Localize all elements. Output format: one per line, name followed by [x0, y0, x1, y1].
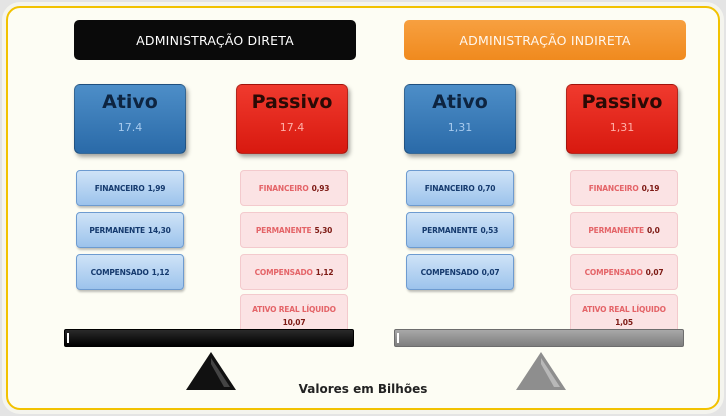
item-label: PERMANENTE: [588, 225, 644, 235]
passivo-item-financeiro: FINANCEIRO 0,93: [240, 170, 348, 206]
panel-administracao-indireta: ADMINISTRAÇÃO INDIRETA Ativo 1,31 Passiv…: [394, 20, 706, 392]
ativo-item-financeiro: FINANCEIRO 1,99: [76, 170, 184, 206]
item-value: 0,53: [480, 225, 499, 235]
passivo-item-financeiro: FINANCEIRO 0,19: [570, 170, 678, 206]
item-label: ATIVO REAL LÍQUIDO: [252, 305, 336, 314]
header-administracao-direta: ADMINISTRAÇÃO DIRETA: [74, 20, 356, 60]
item-label: ATIVO REAL LÍQUIDO: [582, 305, 666, 314]
balance-beam: [64, 329, 354, 347]
item-value: 5,30: [314, 225, 333, 235]
item-value: 1,05: [615, 318, 633, 327]
item-label: COMPENSADO: [90, 267, 149, 277]
item-value: 0,19: [641, 183, 660, 193]
caption-valores: Valores em Bilhões: [298, 382, 428, 396]
passivo-value: 1,31: [609, 121, 635, 134]
item-label: PERMANENTE: [255, 225, 312, 235]
ativo-item-financeiro: FINANCEIRO 0,70: [406, 170, 514, 206]
item-value: 14,30: [147, 225, 171, 235]
passivo-value: 17.4: [279, 121, 305, 134]
item-value: 0,07: [481, 267, 500, 277]
passivo-item-permanente: PERMANENTE 5,30: [240, 212, 348, 248]
passivo-total-box: Passivo 17.4: [236, 84, 348, 154]
passivo-item-permanente: PERMANENTE 0,0: [570, 212, 678, 248]
balance-beam: [394, 329, 684, 347]
ativo-title: Ativo: [102, 91, 158, 113]
passivo-title: Passivo: [581, 91, 663, 113]
panel-administracao-direta: ADMINISTRAÇÃO DIRETA Ativo 17.4 Passivo …: [64, 20, 376, 392]
ativo-total-box: Ativo 1,31: [404, 84, 516, 154]
beam-endcap: [397, 333, 399, 343]
ativo-total-box: Ativo 17.4: [74, 84, 186, 154]
passivo-title: Passivo: [251, 91, 333, 113]
fulcrum-triangle-icon: [516, 352, 566, 390]
ativo-title: Ativo: [432, 91, 488, 113]
ativo-item-permanente: PERMANENTE 0,53: [406, 212, 514, 248]
item-label: FINANCEIRO: [258, 183, 309, 193]
beam-endcap: [67, 333, 69, 343]
item-value: 0,70: [477, 183, 496, 193]
ativo-item-compensado: COMPENSADO 0,07: [406, 254, 514, 290]
item-value: 1,12: [151, 267, 170, 277]
passivo-item-compensado: COMPENSADO 0,07: [570, 254, 678, 290]
item-label: FINANCEIRO: [94, 183, 145, 193]
item-value: 0,07: [645, 267, 664, 277]
passivo-item-compensado: COMPENSADO 1,12: [240, 254, 348, 290]
item-label: COMPENSADO: [584, 267, 643, 277]
item-value: 1,99: [147, 183, 166, 193]
fulcrum-triangle-icon: [186, 352, 236, 390]
ativo-item-permanente: PERMANENTE 14,30: [76, 212, 184, 248]
item-label: PERMANENTE: [89, 225, 145, 235]
ativo-value: 17.4: [117, 121, 143, 134]
ativo-value: 1,31: [447, 121, 473, 134]
item-value: 1,12: [315, 267, 334, 277]
item-value: 0,0: [646, 225, 660, 235]
item-label: FINANCEIRO: [588, 183, 639, 193]
item-label: PERMANENTE: [421, 225, 478, 235]
ativo-item-compensado: COMPENSADO 1,12: [76, 254, 184, 290]
item-label: COMPENSADO: [254, 267, 313, 277]
item-value: 0,93: [311, 183, 330, 193]
header-administracao-indireta: ADMINISTRAÇÃO INDIRETA: [404, 20, 686, 60]
passivo-total-box: Passivo 1,31: [566, 84, 678, 154]
item-value: 10,07: [282, 318, 306, 327]
item-label: FINANCEIRO: [424, 183, 475, 193]
item-label: COMPENSADO: [420, 267, 479, 277]
